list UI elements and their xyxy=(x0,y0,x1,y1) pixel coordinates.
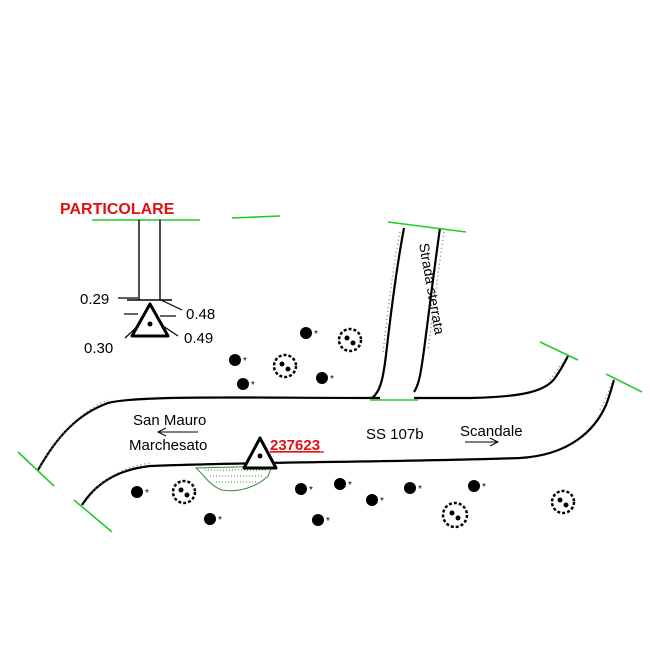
destination-left-line1: San Mauro xyxy=(133,412,206,429)
svg-text:*: * xyxy=(326,516,330,527)
cut-line-side-road-top xyxy=(387,221,467,233)
main-road-upper-edge-west xyxy=(37,396,381,471)
svg-text:*: * xyxy=(145,488,149,499)
svg-text:*: * xyxy=(243,356,247,367)
benchmark: 237623 xyxy=(242,436,324,470)
cut-line-west-upper xyxy=(17,451,55,487)
destination-right-label: Scandale xyxy=(460,423,523,440)
cut-line-east-upper xyxy=(539,341,579,361)
arrow-right-icon xyxy=(465,437,500,447)
destination-left-line2: Marchesato xyxy=(129,437,207,454)
vegetation-symbols: * * * * * * * * * * * * xyxy=(131,327,576,529)
arrow-left-icon xyxy=(156,427,198,437)
svg-text:*: * xyxy=(482,482,486,493)
shrub-symbol-icon: * xyxy=(312,514,330,527)
svg-text:*: * xyxy=(380,496,384,507)
tree-symbol-icon xyxy=(337,327,363,353)
side-road-label: Strada sterrata xyxy=(416,242,448,336)
shrub-symbol-icon: * xyxy=(404,482,422,495)
cut-lines xyxy=(17,215,643,533)
benchmark-id: 237623 xyxy=(270,437,320,454)
svg-text:*: * xyxy=(309,485,313,496)
shrub-symbol-icon: * xyxy=(295,483,313,496)
cut-line-east-lower xyxy=(605,373,643,393)
tree-symbol-icon xyxy=(441,501,469,529)
cut-line-west-lower xyxy=(73,499,113,533)
tree-symbol-icon xyxy=(171,479,197,505)
vegetation-patch xyxy=(194,465,273,492)
detail-title: PARTICOLARE xyxy=(60,201,175,218)
shrub-symbol-icon: * xyxy=(468,480,486,493)
shrub-symbol-icon: * xyxy=(237,378,255,391)
tree-symbol-icon xyxy=(550,489,576,515)
road-edges xyxy=(37,227,616,506)
main-road-lower-edge xyxy=(81,379,616,506)
svg-text:*: * xyxy=(330,374,334,385)
side-road-west-edge xyxy=(371,227,406,399)
shrub-symbol-icon: * xyxy=(131,486,149,499)
main-road-label: SS 107b xyxy=(366,426,424,443)
dim-right-bottom: 0.49 xyxy=(184,330,213,347)
cut-line-detail-top-ext xyxy=(231,215,281,219)
dim-left-bottom: 0.30 xyxy=(84,340,113,357)
shrub-symbol-icon: * xyxy=(204,513,222,526)
side-road-east-edge xyxy=(413,227,442,393)
shrub-symbol-icon: * xyxy=(366,494,384,507)
shrub-symbol-icon: * xyxy=(334,478,352,491)
svg-text:*: * xyxy=(418,484,422,495)
detail-section: PARTICOLARE 0.29 0.48 0.30 0.49 xyxy=(60,201,215,357)
svg-text:*: * xyxy=(314,329,318,340)
svg-text:*: * xyxy=(251,380,255,391)
svg-text:*: * xyxy=(348,480,352,491)
benchmark-triangle-icon xyxy=(242,436,278,470)
road-labels: Strada sterrata San Mauro Marchesato SS … xyxy=(129,242,523,454)
shrub-symbol-icon: * xyxy=(229,354,247,367)
main-road-upper-edge-east xyxy=(414,355,569,400)
detail-triangle-icon xyxy=(130,302,170,338)
tree-symbol-icon xyxy=(272,353,298,379)
dim-right-top: 0.48 xyxy=(186,306,215,323)
dim-left-top: 0.29 xyxy=(80,291,109,308)
shrub-symbol-icon: * xyxy=(316,372,334,385)
road-shoulders xyxy=(39,231,613,503)
shrub-symbol-icon: * xyxy=(300,327,318,340)
svg-text:*: * xyxy=(218,515,222,526)
